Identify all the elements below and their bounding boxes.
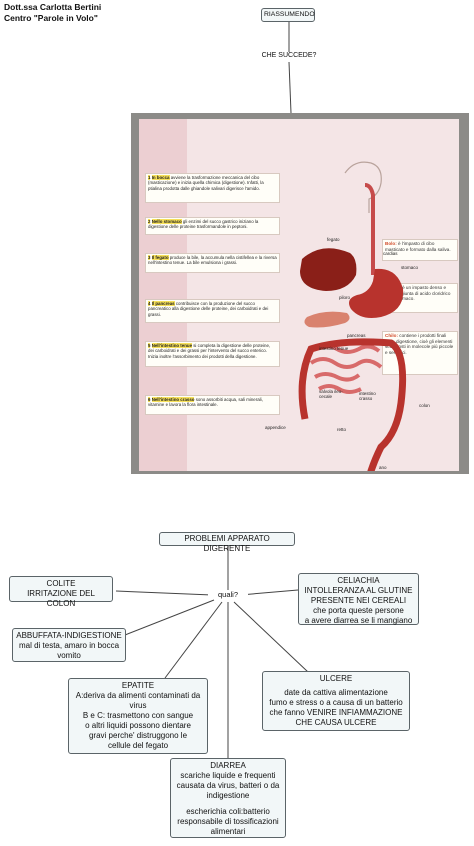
link-epatite	[164, 601, 223, 679]
label-cardias: cardias	[383, 251, 398, 256]
epatite-node[interactable]: EPATITE A:deriva da alimenti contaminati…	[68, 678, 208, 754]
callout-pancreas: 4 Il pancreas contribuisce con la produz…	[145, 299, 280, 323]
label-appendice: appendice	[265, 425, 286, 430]
author-name: Dott.ssa Carlotta Bertini	[4, 2, 102, 12]
callout-bolo: Bolo: è l'impasto di cibo masticato e fo…	[382, 239, 458, 261]
link-celiachia	[239, 589, 299, 596]
callout-bocca: 1 In bocca avviene la trasformazione mec…	[145, 173, 280, 203]
pancreas	[304, 311, 350, 328]
riassumendo-node[interactable]: RIASSUMENDO	[261, 8, 315, 22]
problemi-root-node[interactable]: PROBLEMI APPARATO DIGERENTE	[159, 532, 295, 553]
link-colite	[115, 590, 213, 596]
abbuffata-node[interactable]: ABBUFFATA-INDIGESTIONE mal di testa, ama…	[12, 628, 126, 662]
celiachia-node[interactable]: CELIACHIA INTOLLERANZA AL GLUTINE PRESEN…	[298, 573, 419, 625]
label-stomaco: stomaco	[401, 265, 419, 270]
quali-link: quali?	[208, 590, 248, 599]
head-outline	[344, 161, 382, 213]
callout-crasso: 6 Nell'intestino crasso sono assorbiti a…	[145, 395, 280, 415]
label-pancreas: pancreas	[347, 333, 366, 338]
problemi-root-label: PROBLEMI APPARATO DIGERENTE	[184, 534, 270, 553]
callout-stomaco: 2 Nello stomaco gli enzimi del succo gas…	[145, 217, 280, 235]
textbook-photo: 1 In bocca avviene la trasformazione mec…	[131, 113, 469, 474]
author-center: Centro "Parole in Volo"	[4, 13, 98, 23]
link-abbuffata	[124, 599, 215, 636]
esophagus	[364, 183, 375, 275]
diarrea-node[interactable]: DIARREA scariche liquide e frequenti cau…	[170, 758, 286, 838]
label-intestino-crasso: intestino crasso	[359, 391, 376, 401]
label-intestino-tenue: intestino tenue	[319, 346, 349, 351]
ulcere-node[interactable]: ULCERE date da cattiva alimentazione fum…	[262, 671, 410, 731]
label-colon: colon	[419, 403, 430, 408]
link-to-photo	[288, 61, 292, 114]
large-intestine	[298, 338, 407, 471]
label-ano: ano	[379, 465, 387, 470]
callout-tenue: 5 Nell'intestino tenue si completa la di…	[145, 341, 280, 367]
riassumendo-label: RIASSUMENDO	[264, 11, 315, 18]
che-succede-link: CHE SUCCEDE?	[261, 52, 317, 59]
label-valvola: valvola ileo- cecale	[319, 389, 343, 399]
author-header: Dott.ssa Carlotta Bertini Centro "Parole…	[4, 2, 101, 24]
digestive-system-illustration	[298, 161, 407, 471]
callout-fegato: 3 Il fegato produce la bile, la accumula…	[145, 253, 280, 273]
link-ulcere	[233, 601, 309, 673]
colite-node[interactable]: COLITE IRRITAZIONE DEL COLON	[9, 576, 113, 608]
label-piloro: piloro	[339, 295, 351, 300]
label-retto: retto	[337, 427, 347, 432]
liver	[300, 248, 357, 291]
label-fegato: fegato	[327, 237, 340, 242]
small-intestine	[309, 344, 383, 394]
textbook-page: 1 In bocca avviene la trasformazione mec…	[139, 119, 459, 471]
stomach	[349, 268, 404, 318]
